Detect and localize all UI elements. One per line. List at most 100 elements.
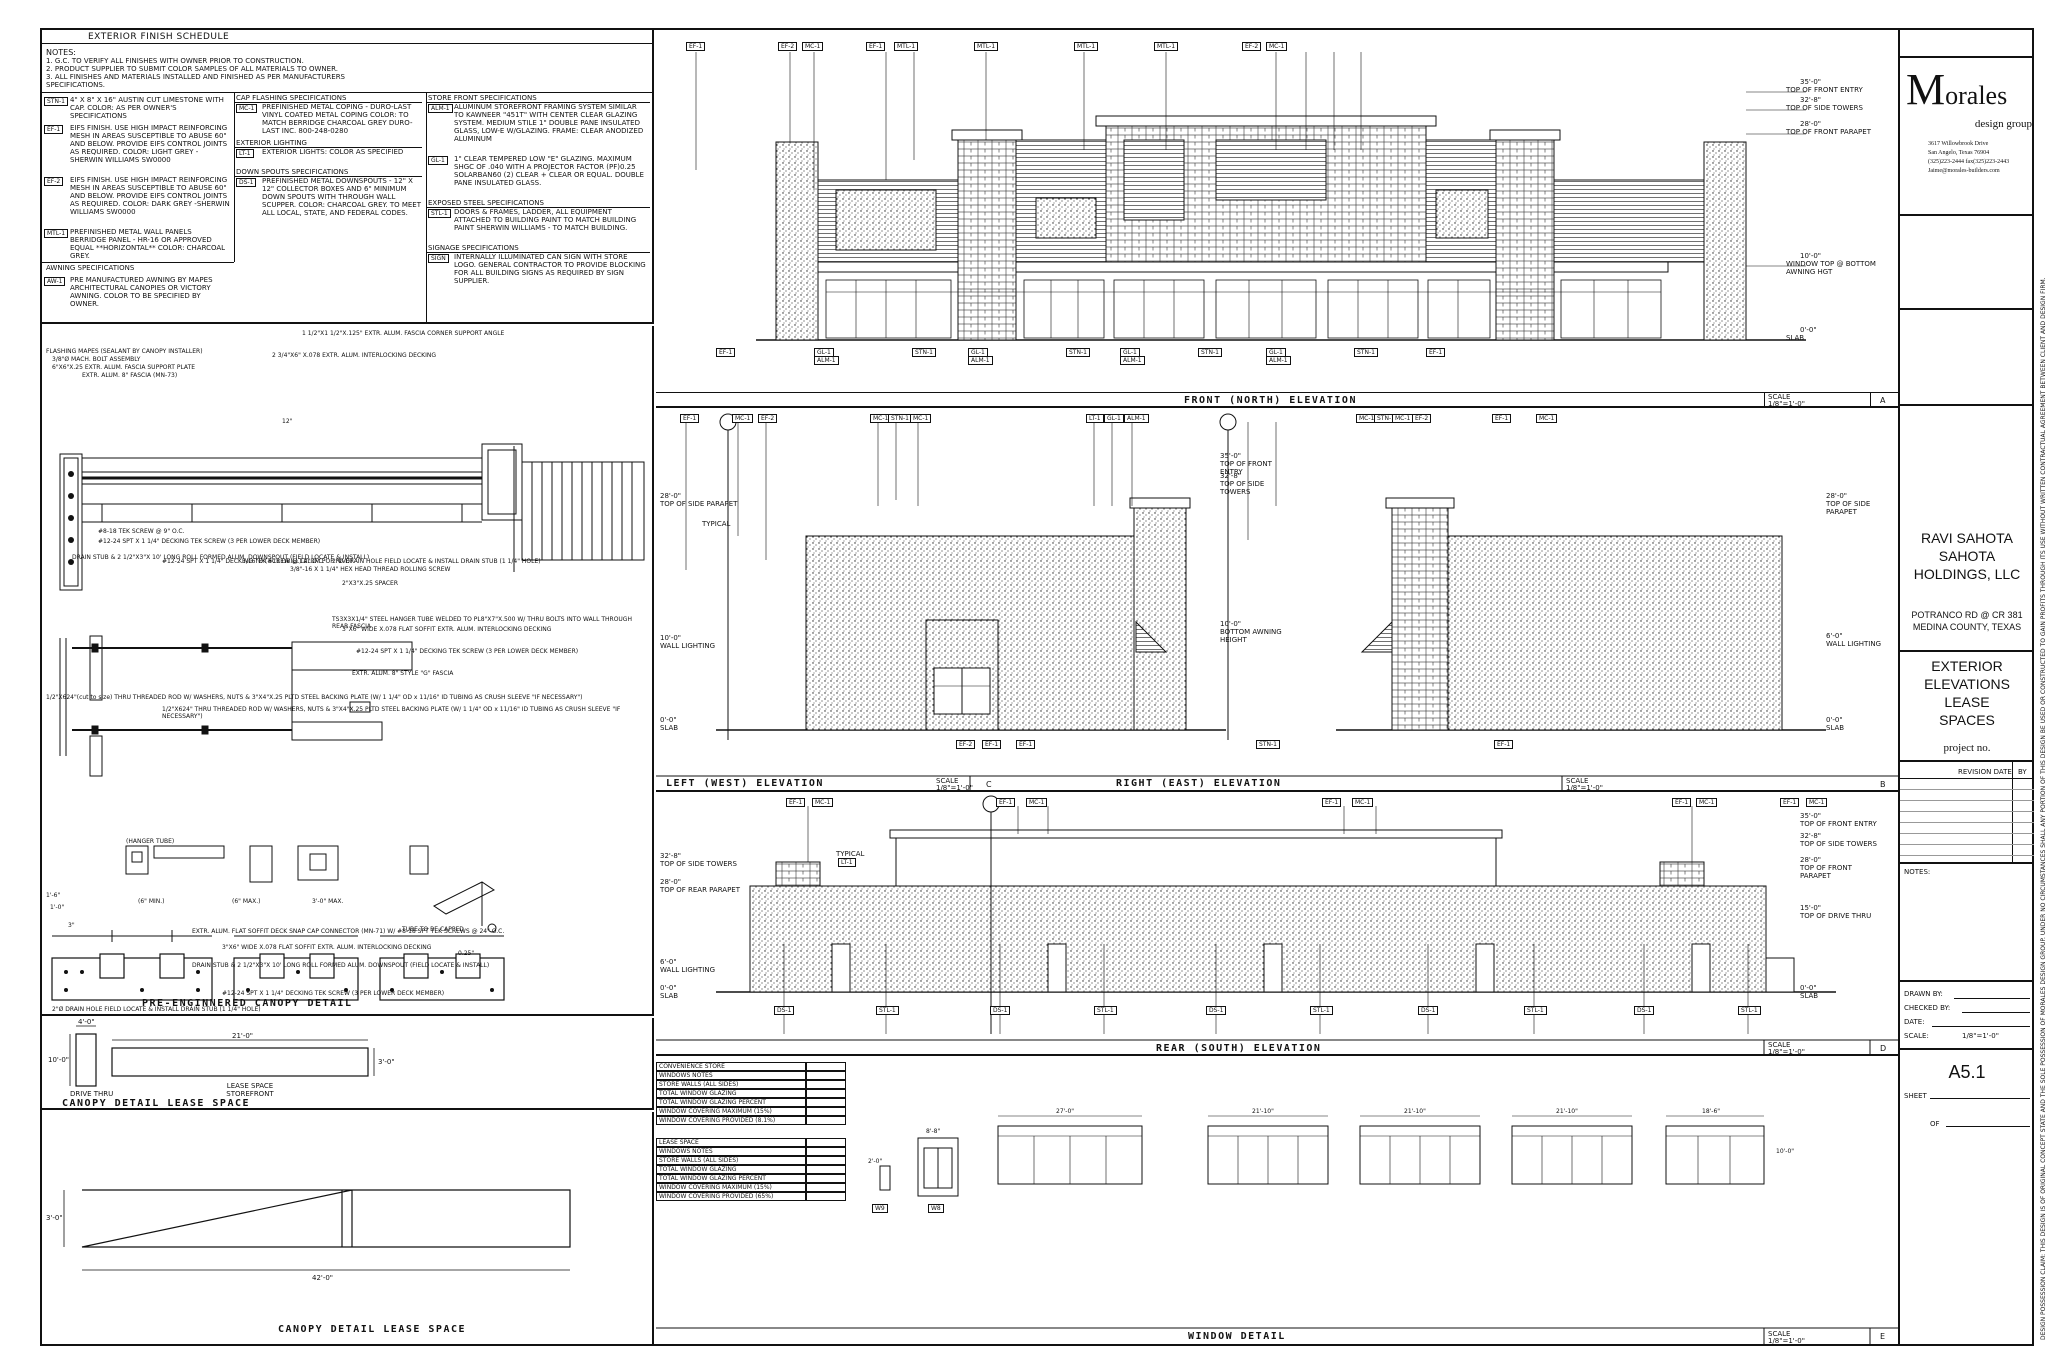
left-elev-tag: EF-1 <box>680 414 700 423</box>
front-level-text: TOP OF FRONT PARAPET <box>1786 128 1871 136</box>
window-table-row: WINDOW COVERING PROVIDED (65%) <box>656 1192 806 1201</box>
right-level-elev: 35'-0" <box>1220 452 1242 460</box>
canopy-lease-panel-1: 4'-0" 21'-0" 10'-0" 3'-0" DRIVE THRU LEA… <box>42 1018 654 1110</box>
left-typical-label: TYPICAL <box>702 520 731 528</box>
window-table-row: TOTAL WINDOW GLAZING PERCENT <box>656 1098 806 1107</box>
light-code-0: LT-1 <box>236 149 254 158</box>
rear-level-left-text: WALL LIGHTING <box>660 966 716 974</box>
front-view-letter: A <box>1880 396 1886 405</box>
cap-header: CAP FLASHING SPECIFICATIONS <box>236 94 347 102</box>
rear-top-tag: EF-1 <box>786 798 806 807</box>
firm-logo-rest: orales <box>1945 81 2008 110</box>
right-level-elev: 0'-0" <box>1826 716 1843 724</box>
canopy-callout: 1/2"X624" THRU THREADED ROD W/ WASHERS, … <box>162 706 621 720</box>
window-table-row: WINDOWS NOTES <box>656 1147 806 1156</box>
drawing-sheet <box>40 28 2034 1346</box>
rear-level-right-elev: 35'-0" <box>1800 812 1822 820</box>
rear-top-tag: MC-1 <box>812 798 834 807</box>
front-top-tag: MC-1 <box>802 42 824 51</box>
right-elevation-title: RIGHT (EAST) ELEVATION <box>1116 778 1282 789</box>
client-location-line: POTRANCO RD @ CR 381 <box>1911 610 2023 620</box>
canopy-dim: 12" <box>282 418 293 425</box>
window-table-row: STORE WALLS (ALL SIDES) <box>656 1080 806 1089</box>
rear-elevation-drawing <box>656 795 1898 1056</box>
front-top-tag: MTL-1 <box>1154 42 1179 51</box>
schedule-note-3: 3. ALL FINISHES AND MATERIALS INSTALLED … <box>46 73 346 89</box>
finish-code-0: STN-1 <box>44 97 68 106</box>
rear-level-right-text: TOP OF FRONT PARAPET <box>1800 864 1852 880</box>
front-top-tag: MTL-1 <box>1074 42 1099 51</box>
side-elevations-drawing <box>656 413 1898 792</box>
rear-bottom-tag: DS-1 <box>1206 1006 1227 1015</box>
rear-level-right-text: TOP OF SIDE TOWERS <box>1800 840 1877 848</box>
firm-address-line: 3617 Willowbrook Drive <box>1928 141 1989 147</box>
canopy-lease-title-2: CANOPY DETAIL LEASE SPACE <box>278 1324 467 1335</box>
right-level-elev: 28'-0" <box>1826 492 1848 500</box>
front-scale-value: 1/8"=1'-0" <box>1768 400 1805 408</box>
firm-logo-letter: M <box>1906 65 1946 114</box>
rear-level-right-text: SLAB <box>1800 992 1819 1000</box>
left-elev-tag: EF-2 <box>956 740 976 749</box>
rear-level-left-elev: 6'-0" <box>660 958 677 966</box>
window-table-row: WINDOW COVERING PROVIDED (8.1%) <box>656 1116 806 1125</box>
front-top-tag: EF-1 <box>686 42 706 51</box>
title-scale-value: 1/8"=1'-0" <box>1962 1032 1999 1040</box>
front-top-tag: EF-2 <box>778 42 798 51</box>
awning-code-0: AW-1 <box>44 277 66 286</box>
rear-top-tag: MC-1 <box>1352 798 1374 807</box>
revision-by-header: BY <box>2018 768 2027 776</box>
right-elev-tag: MC-1 <box>1536 414 1558 423</box>
window-dim: 21'-10" <box>1404 1108 1426 1115</box>
canopy-callout: #12-24 SPT X 1 1/4" DECKING TEK SCREW @ … <box>162 558 325 565</box>
steel-text-0: DOORS & FRAMES, LADDER, ALL EQUIPMENT AT… <box>454 208 637 232</box>
window-table-row: STORE WALLS (ALL SIDES) <box>656 1156 806 1165</box>
copyright-notice: DESIGN POSSESSION CLAIM: THIS DESIGN IS … <box>2040 277 2047 1340</box>
finish-text-0: 4" X 8" X 16" AUSTIN CUT LIMESTONE WITH … <box>70 96 224 120</box>
client-location-line: MEDINA COUNTY, TEXAS <box>1912 622 2022 632</box>
right-elev-tag: EF-1 <box>1492 414 1512 423</box>
rear-top-tag: MC-1 <box>1806 798 1828 807</box>
right-level-text: TOP OF SIDE TOWERS <box>1220 480 1265 496</box>
rear-scale-value: 1/8"=1'-0" <box>1768 1048 1805 1056</box>
steel-code-0: STL-1 <box>428 209 451 218</box>
left-scale-value: 1/8"=1'-0" <box>936 784 973 792</box>
front-top-tag: EF-1 <box>866 42 886 51</box>
sf-text-0: ALUMINUM STOREFRONT FRAMING SYSTEM SIMIL… <box>454 103 644 143</box>
front-bottom-tag: ALM-1 <box>1120 356 1145 365</box>
front-bottom-tag: STN-1 <box>1198 348 1222 357</box>
rear-top-tag: MC-1 <box>1696 798 1718 807</box>
rear-bottom-tag: STL-1 <box>1094 1006 1117 1015</box>
front-bottom-tag: STN-1 <box>912 348 936 357</box>
rear-view-letter: D <box>1880 1044 1887 1053</box>
firm-address-line: San Angelo, Texas 76904 <box>1928 150 1990 156</box>
sheet-title-line: ELEVATIONS <box>1924 676 2010 692</box>
window-table-row: CONVENIENCE STORE <box>656 1062 806 1071</box>
rear-level-right-elev: 32'-8" <box>1800 832 1822 840</box>
left-elevation-title: LEFT (WEST) ELEVATION <box>666 778 824 789</box>
rear-bottom-tag: STL-1 <box>876 1006 899 1015</box>
right-level-elev: 6'-0" <box>1826 632 1843 640</box>
canopy-dim: (6" MAX.) <box>232 898 261 905</box>
rear-scale-label: SCALE <box>1768 1041 1791 1049</box>
canopy-callout: 2 3/4"X6" X.078 EXTR. ALUM. INTERLOCKING… <box>272 352 436 359</box>
rear-top-tag: EF-1 <box>996 798 1016 807</box>
canopy-callout: TS3X3X1/4" STEEL HANGER TUBE WELDED TO P… <box>332 616 632 630</box>
right-level-text: TOP OF FRONT ENTRY <box>1220 460 1272 476</box>
front-top-tag: MC-1 <box>1266 42 1288 51</box>
front-bottom-tag: ALM-1 <box>814 356 839 365</box>
rear-bottom-tag: STL-1 <box>1310 1006 1333 1015</box>
left-level-text: SLAB <box>660 724 679 732</box>
front-bottom-tag: ALM-1 <box>1266 356 1291 365</box>
lease1-dim-a: 4'-0" <box>78 1018 95 1026</box>
lease1-dim-b: 21'-0" <box>232 1032 254 1040</box>
schedule-notes-label: NOTES: <box>46 48 76 57</box>
finish-code-2: EF-2 <box>44 177 64 186</box>
left-level-text: WALL LIGHTING <box>660 642 716 650</box>
window-detail-title: WINDOW DETAIL <box>1188 1331 1286 1342</box>
right-elev-tag: EF-2 <box>1412 414 1432 423</box>
finish-text-1: EIFS FINISH. USE HIGH IMPACT REINFORCING… <box>70 124 228 164</box>
canopy-callout: FLASHING MAPES (SEALANT BY CANOPY INSTAL… <box>46 348 203 355</box>
finish-schedule: EXTERIOR FINISH SCHEDULE NOTES: 1. G.C. … <box>42 30 654 324</box>
lighting-header: EXTERIOR LIGHTING <box>236 139 307 147</box>
